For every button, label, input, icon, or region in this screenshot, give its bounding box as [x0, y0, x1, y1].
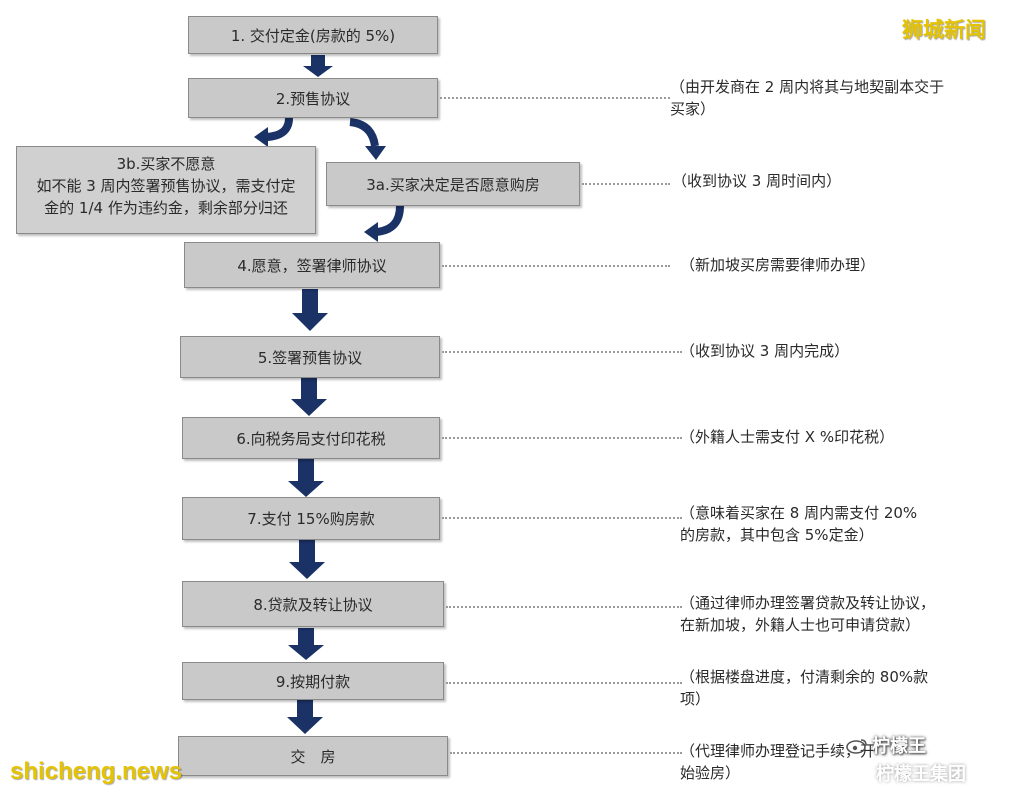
- note-step-3a: （收到协议 3 周时间内）: [672, 172, 842, 190]
- arrow-2-3b: [265, 117, 293, 141]
- step-3b-line2: 金的 1/4 作为违约金，剩余部分归还: [44, 199, 288, 217]
- step-1-label: 1. 交付定金(房款的 5%): [230, 26, 396, 45]
- step-10-box: 交 房: [178, 736, 448, 776]
- step-7-box: 7.支付 15%购房款: [182, 497, 440, 540]
- watermark-weibo-group: 柠檬王集团: [876, 764, 966, 785]
- step-6-label: 6.向税务局支付印花税: [236, 429, 386, 448]
- dotted-connector-2: [440, 97, 670, 99]
- dotted-connector-3a: [582, 183, 670, 185]
- step-9-label: 9.按期付款: [275, 672, 351, 691]
- step-10-label: 交 房: [290, 747, 336, 766]
- step-6-box: 6.向税务局支付印花税: [182, 417, 440, 459]
- step-4-label: 4.愿意，签署律师协议: [237, 256, 387, 275]
- weibo-icon: [846, 739, 867, 754]
- dotted-connector-6: [442, 437, 682, 439]
- arrow-2-3a-head: [365, 146, 386, 160]
- dotted-connector-5: [442, 351, 682, 353]
- note-step-8: （通过律师办理签署贷款及转让协议， 在新加坡，外籍人士也可申请贷款）: [680, 594, 936, 634]
- step-3a-label: 3a.买家决定是否愿意购房: [366, 175, 540, 194]
- dotted-connector-9: [446, 682, 682, 684]
- note-step-2: （由开发商在 2 周内将其与地契副本交于 买家）: [670, 78, 945, 118]
- arrow-7-8: [289, 540, 325, 579]
- arrow-2-3b-head: [254, 127, 268, 147]
- step-8-box: 8.贷款及转让协议: [182, 581, 444, 627]
- note-step-4: （新加坡买房需要律师办理）: [680, 256, 876, 274]
- watermark-bottom-left: shicheng.news: [10, 758, 183, 785]
- step-8-label: 8.贷款及转让协议: [253, 595, 373, 614]
- arrow-3a-4: [375, 205, 404, 236]
- step-5-box: 5.签署预售协议: [180, 336, 440, 378]
- step-9-box: 9.按期付款: [182, 662, 444, 700]
- step-2-label: 2.预售协议: [275, 89, 351, 108]
- step-3a-box: 3a.买家决定是否愿意购房: [326, 162, 580, 206]
- arrow-6-7: [288, 459, 324, 497]
- note-step-5: （收到协议 3 周内完成）: [680, 342, 850, 360]
- dotted-connector-7: [442, 517, 682, 519]
- arrow-1-2: [303, 55, 333, 77]
- watermark-weibo-name: 柠檬王: [872, 736, 926, 757]
- watermark-top-right: 狮城新闻: [902, 18, 986, 42]
- note-step-10: （代理律师办理登记手续，开 始验房）: [680, 742, 876, 782]
- note-step-7: （意味着买家在 8 周内需支付 20% 的房款，其中包含 5%定金）: [680, 504, 918, 544]
- arrow-8-9: [288, 628, 324, 660]
- note-step-9: （根据楼盘进度，付清剩余的 80%款 项）: [680, 668, 929, 708]
- step-3b-box: 3b.买家不愿意 如不能 3 周内签署预售协议，需支付定 金的 1/4 作为违约…: [16, 146, 316, 234]
- note-step-6: （外籍人士需支付 X %印花税）: [680, 428, 895, 446]
- dotted-connector-4: [442, 265, 670, 267]
- step-2-box: 2.预售协议: [188, 78, 438, 118]
- step-3b-title: 3b.买家不愿意: [116, 155, 216, 173]
- arrow-5-6: [291, 378, 327, 416]
- dotted-connector-10: [450, 752, 682, 754]
- step-3b-line1: 如不能 3 周内签署预售协议，需支付定: [36, 177, 296, 195]
- step-5-label: 5.签署预售协议: [257, 348, 363, 367]
- dotted-connector-8: [446, 606, 682, 608]
- step-7-label: 7.支付 15%购房款: [247, 510, 375, 528]
- arrow-3a-4-head: [364, 222, 378, 242]
- step-1-box: 1. 交付定金(房款的 5%): [188, 16, 438, 54]
- arrow-9-10: [287, 700, 323, 734]
- arrow-4-5: [292, 289, 328, 331]
- step-4-box: 4.愿意，签署律师协议: [184, 242, 440, 288]
- arrow-2-3a: [349, 118, 379, 147]
